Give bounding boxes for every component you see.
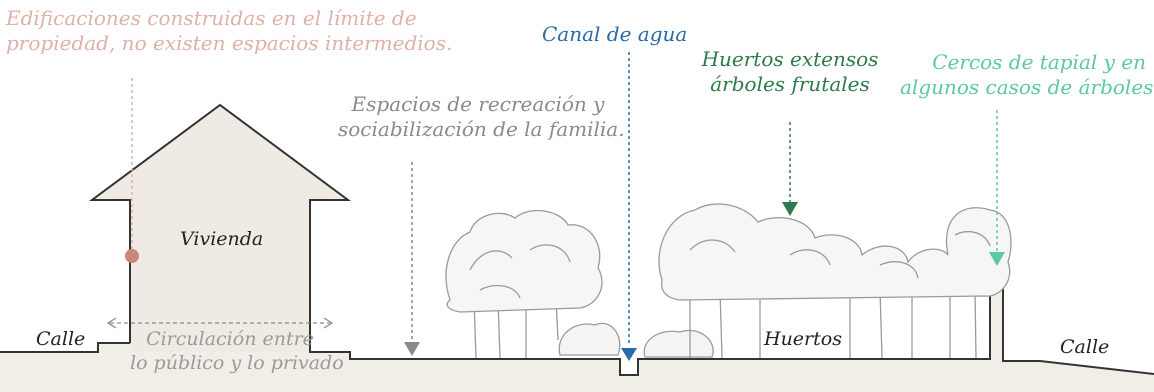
circulacion-line2: lo público y lo privado [130, 351, 344, 374]
vivienda-label: Vivienda [180, 228, 264, 250]
calle-left-label: Calle [36, 328, 86, 350]
huertos-extensos-label: Huertos extensos árboles frutales [700, 47, 880, 97]
trees-group-right [658, 203, 1012, 359]
canal-label: Canal de agua [542, 22, 688, 46]
house-fill [92, 105, 348, 352]
cercos-arrow [989, 252, 1005, 266]
circulacion-arrow-left-head [106, 317, 117, 329]
cercos-label: Cercos de tapial y en algunos casos de á… [900, 50, 1154, 100]
edificaciones-line2: propiedad, no existen espacios intermedi… [6, 31, 453, 55]
cercos-line1: Cercos de tapial y en [932, 50, 1146, 74]
shrub-right [643, 329, 714, 358]
calle-right-label: Calle [1060, 336, 1110, 358]
canal-arrow [621, 348, 637, 361]
circulacion-label: Circulación entre lo público y lo privad… [130, 328, 344, 376]
espacios-line1: Espacios de recreación y [351, 92, 605, 116]
huertos-extensos-line1: Huertos extensos [701, 47, 879, 71]
espacios-line2: sociabilización de la familia. [338, 117, 625, 141]
huertos-extensos-line2: árboles frutales [710, 72, 870, 96]
espacios-arrow [404, 342, 420, 356]
trees-group-left [445, 209, 714, 359]
edificaciones-label: Edificaciones construidas en el límite d… [6, 6, 452, 56]
huertos-label: Huertos [764, 328, 842, 350]
edificaciones-line1: Edificaciones construidas en el límite d… [6, 6, 417, 30]
edificaciones-dot [125, 249, 139, 263]
ground-fill [0, 268, 1154, 392]
circulacion-line1: Circulación entre [146, 328, 314, 350]
cercos-line2: algunos casos de árboles. [900, 75, 1154, 99]
huertos-arrow [782, 202, 798, 216]
shrub-left [558, 322, 621, 356]
circulacion-arrow-right-head [323, 317, 334, 329]
espacios-label: Espacios de recreación y sociabilización… [338, 92, 625, 142]
